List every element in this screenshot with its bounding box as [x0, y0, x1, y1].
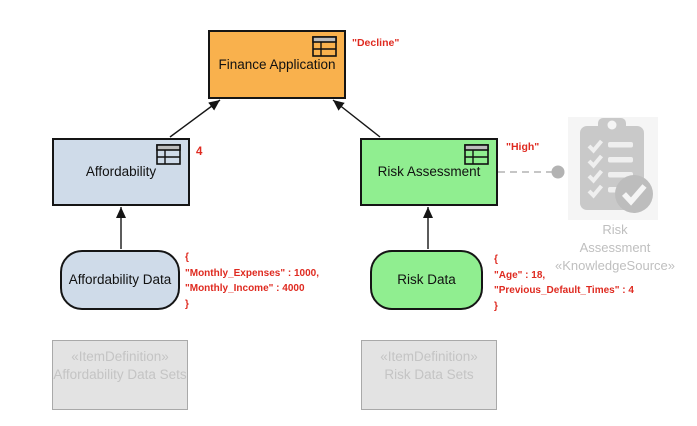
decision-label: Finance Application [218, 56, 336, 72]
item-definition-label: Affordability Data Sets [53, 367, 187, 382]
connector-affordability-to-finance [169, 99, 221, 138]
knowledge-source-stereotype: «KnowledgeSource» [555, 258, 675, 273]
input-data-label: Risk Data [397, 272, 456, 288]
input-data-values-annotation: { "Monthly_Expenses" : 1000, "Monthly_In… [185, 250, 319, 312]
item-definition-affordability-data-sets[interactable]: «ItemDefinition» Affordability Data Sets [52, 340, 188, 410]
json-line: { [494, 254, 498, 265]
knowledge-source-name-line: Risk [602, 222, 628, 237]
decision-output-annotation: "Decline" [352, 37, 400, 49]
connector-knowledgesource-endpoint [551, 165, 565, 179]
knowledge-source-clipboard-icon[interactable] [568, 117, 658, 220]
json-line: "Previous_Default_Times" : 4 [494, 285, 634, 296]
decision-affordability[interactable]: Affordability [52, 138, 190, 206]
item-definition-stereotype: «ItemDefinition» [380, 349, 478, 364]
decision-finance-application[interactable]: Finance Application [208, 30, 346, 99]
input-data-label: Affordability Data [68, 272, 172, 288]
json-line: "Age" : 18, [494, 269, 546, 281]
json-line: "Monthly_Income" : 4000 [185, 283, 305, 294]
knowledge-source-label: Risk Assessment «KnowledgeSource» [553, 221, 677, 275]
item-definition-label: Risk Data Sets [384, 367, 474, 382]
decision-risk-assessment[interactable]: Risk Assessment [360, 138, 498, 206]
input-data-values-annotation: { "Age" : 18, "Previous_Default_Times" :… [494, 252, 634, 314]
decision-table-icon [312, 36, 337, 57]
item-definition-stereotype: «ItemDefinition» [71, 349, 169, 364]
input-data-affordability-data[interactable]: Affordability Data [60, 250, 180, 310]
decision-label: Affordability [85, 164, 157, 180]
connector-risk-to-finance [332, 99, 381, 138]
decision-table-icon [156, 144, 181, 165]
item-definition-risk-data-sets[interactable]: «ItemDefinition» Risk Data Sets [361, 340, 497, 410]
json-line: { [185, 252, 189, 263]
decision-table-icon [464, 144, 489, 165]
input-data-risk-data[interactable]: Risk Data [370, 250, 483, 310]
json-line: "Monthly_Expenses" : 1000, [185, 267, 319, 279]
decision-output-annotation: "High" [506, 141, 540, 153]
json-line: } [494, 300, 498, 312]
decision-output-annotation: 4 [196, 146, 203, 158]
decision-label: Risk Assessment [377, 164, 481, 180]
knowledge-source-name-line: Assessment [579, 240, 651, 255]
json-line: } [185, 298, 189, 310]
